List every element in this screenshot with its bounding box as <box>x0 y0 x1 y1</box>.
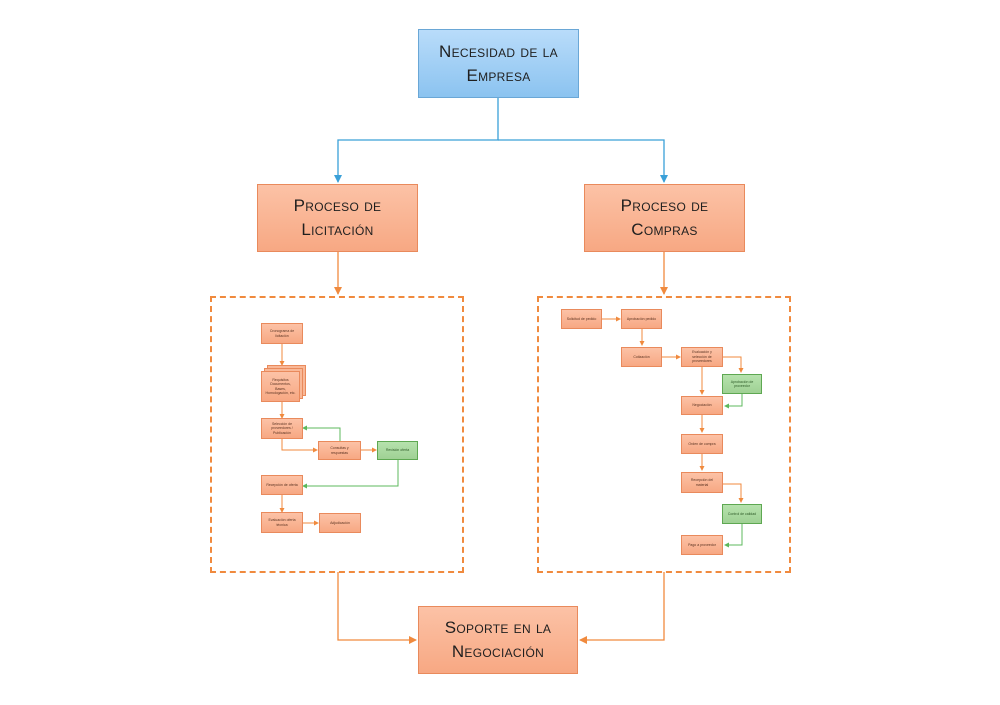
com-step-label: Control de calidad <box>727 511 757 516</box>
node-licitacion-label: Proceso de Licitación <box>293 196 382 239</box>
lic-step-evaluacion: Evaluación oferta técnica <box>261 512 303 533</box>
com-step-solicitud: Solicitud de pedido <box>561 309 602 329</box>
node-compras-label: Proceso de Compras <box>620 196 709 239</box>
lic-step-label: Requisitos Documentos, Bases, Homologaci… <box>265 377 296 396</box>
node-proceso-compras: Proceso de Compras <box>584 184 745 252</box>
panel-licitacion-detail <box>210 296 464 573</box>
lic-step-adjudicacion: Adjudicación <box>319 513 361 533</box>
node-soporte-label: Soporte en la Negociación <box>444 618 552 661</box>
com-step-orden-compra: Orden de compra <box>681 434 723 454</box>
lic-step-label: Recepción de oferta <box>266 482 298 487</box>
com-step-control-calidad: Control de calidad <box>722 504 762 524</box>
com-step-label: Pago a proveedor <box>688 542 716 547</box>
node-soporte-negociacion: Soporte en la Negociación <box>418 606 578 674</box>
connector-panel-right-to-soporte <box>579 572 665 644</box>
com-step-negociacion: Negociación <box>681 396 723 415</box>
node-necesidad-label: Necesidad de la Empresa <box>439 41 558 85</box>
com-step-label: Aprobación de proveedor <box>730 379 754 389</box>
lic-step-consultas: Consultas y respuestas <box>318 441 361 460</box>
connector-panel-left-to-soporte <box>337 572 417 644</box>
lic-step-label: Consultas y respuestas <box>330 446 349 455</box>
lic-step-recepcion: Recepción de oferta <box>261 475 303 495</box>
connector-top-to-branches <box>334 98 499 183</box>
com-step-label: Recepción del material <box>690 478 714 487</box>
lic-step-label: Evaluación oferta técnica <box>268 518 296 527</box>
com-step-label: Evaluación y selección de proveedores <box>692 350 712 364</box>
panel-compras-detail <box>537 296 791 573</box>
node-proceso-licitacion: Proceso de Licitación <box>257 184 418 252</box>
lic-step-label: Selección de proveedores / Publicación <box>271 421 293 435</box>
com-step-label: Negociación <box>692 403 712 408</box>
lic-step-revision: Revisión oferta <box>377 441 418 460</box>
connector-top-to-compras <box>498 139 668 183</box>
lic-step-seleccion: Selección de proveedores / Publicación <box>261 418 303 439</box>
com-step-label: Solicitud de pedido <box>566 316 597 321</box>
com-step-aprobacion-pedido: Aprobación pedido <box>621 309 662 329</box>
lic-step-label: Revisión oferta <box>385 448 410 453</box>
com-step-evaluacion: Evaluación y selección de proveedores <box>681 347 723 367</box>
com-step-pago: Pago a proveedor <box>681 535 723 555</box>
lic-step-label: Adjudicación <box>330 520 350 525</box>
com-step-aprobacion-proveedor: Aprobación de proveedor <box>722 374 762 394</box>
com-step-label: Aprobación pedido <box>626 316 657 321</box>
lic-step-requisitos: Requisitos Documentos, Bases, Homologaci… <box>261 371 300 402</box>
lic-step-cronograma: Cronograma de licitación <box>261 323 303 344</box>
com-step-cotizacion: Cotización <box>621 347 662 367</box>
com-step-label: Cotización <box>633 354 650 359</box>
com-step-recepcion: Recepción del material <box>681 472 723 493</box>
lic-step-label: Cronograma de licitación <box>269 329 295 338</box>
com-step-label: Orden de compra <box>688 441 716 446</box>
node-necesidad-empresa: Necesidad de la Empresa <box>418 29 579 98</box>
